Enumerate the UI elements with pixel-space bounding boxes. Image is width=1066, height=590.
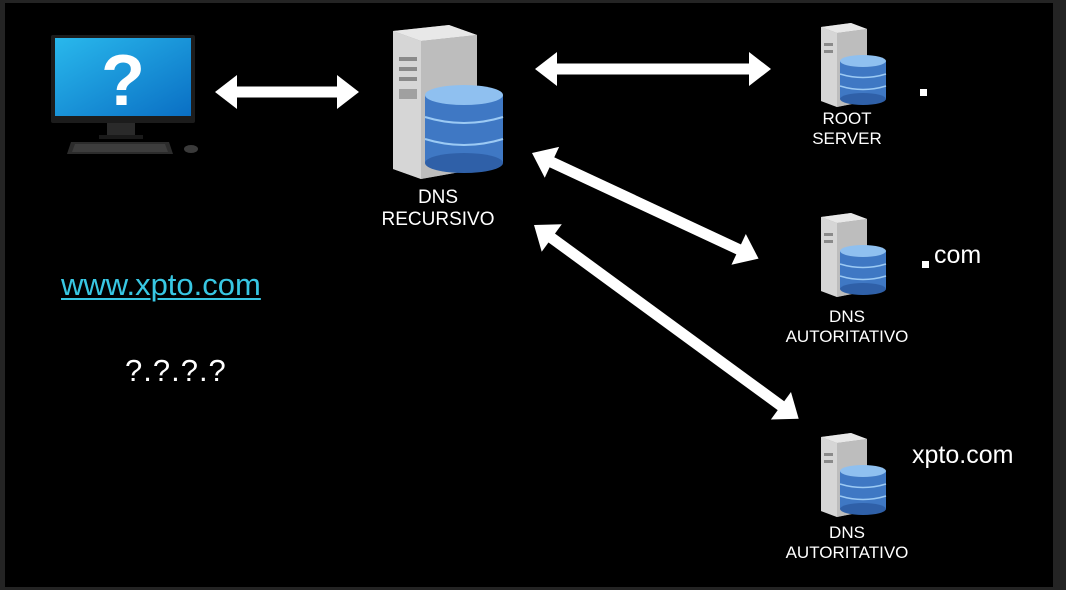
computer-question-icon: ? (51, 35, 198, 154)
tld-zone: com (934, 241, 982, 269)
root-zone-dot (920, 89, 927, 96)
arrow-recursive-tld (532, 146, 759, 265)
root-server-icon (821, 23, 887, 107)
arrow-recursive-auth (534, 224, 799, 420)
auth-label: DNS AUTORITATIVO (785, 523, 909, 562)
recursive-server-icon (393, 25, 504, 179)
unknown-ip-text: ?.?.?.? (125, 353, 227, 388)
tld-zone-dot (922, 261, 929, 268)
root-label: ROOT SERVER (812, 109, 882, 148)
auth-server-icon (821, 433, 887, 517)
arrow-recursive-root (535, 52, 771, 86)
tld-label: DNS AUTORITATIVO (785, 307, 909, 346)
auth-zone: xpto.com (912, 441, 1014, 469)
question-mark: ? (101, 41, 145, 121)
query-url-link[interactable]: www.xpto.com (61, 267, 261, 302)
arrow-client-recursive (215, 75, 359, 109)
recursive-label: DNS RECURSIVO (381, 187, 495, 230)
tld-server-icon (821, 213, 887, 297)
arrows-layer (215, 52, 799, 420)
diagram-slide: ? DNS RECURSIVO . ROOT (5, 3, 1053, 587)
